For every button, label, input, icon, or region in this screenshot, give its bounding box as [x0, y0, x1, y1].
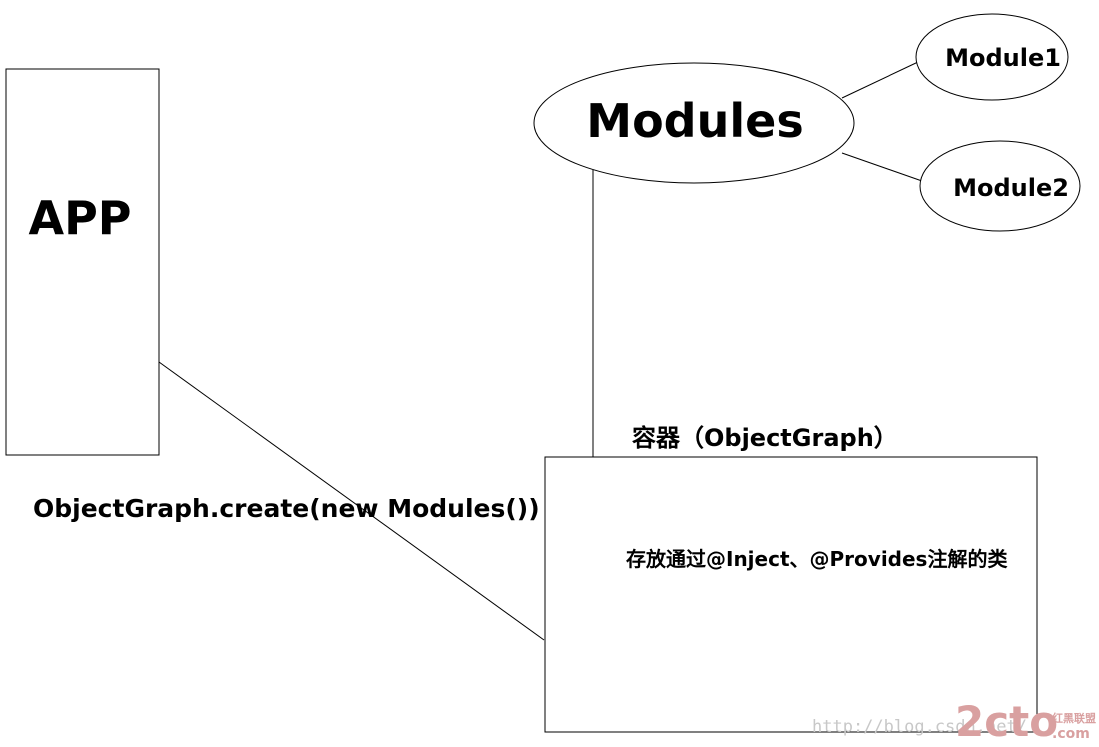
module1-label: Module1 [945, 44, 1061, 72]
container-box [544, 456, 1038, 733]
container-description: 存放通过@Inject、@Provides注解的类 [626, 547, 1007, 571]
modules-to-module1-connector [841, 61, 919, 99]
watermark-logo: 2cto [955, 697, 1058, 746]
watermark-url: http://blog.csdn.net/ [812, 717, 1027, 737]
module2-ellipse [919, 140, 1081, 232]
modules-to-module2-connector [841, 152, 923, 182]
create-call-label: ObjectGraph.create(new Modules()) [33, 494, 540, 523]
app-box [5, 68, 160, 456]
watermark-logo-domain: .com [1052, 726, 1090, 742]
modules-ellipse [533, 62, 855, 184]
app-label: APP [28, 191, 131, 245]
container-title: 容器（ObjectGraph） [632, 424, 898, 452]
modules-label: Modules [586, 94, 803, 148]
module2-label: Module2 [953, 174, 1069, 202]
module1-ellipse [915, 13, 1069, 101]
watermark-logo-sub: 红黑联盟 [1052, 711, 1096, 725]
app-to-container-connector [158, 361, 545, 641]
